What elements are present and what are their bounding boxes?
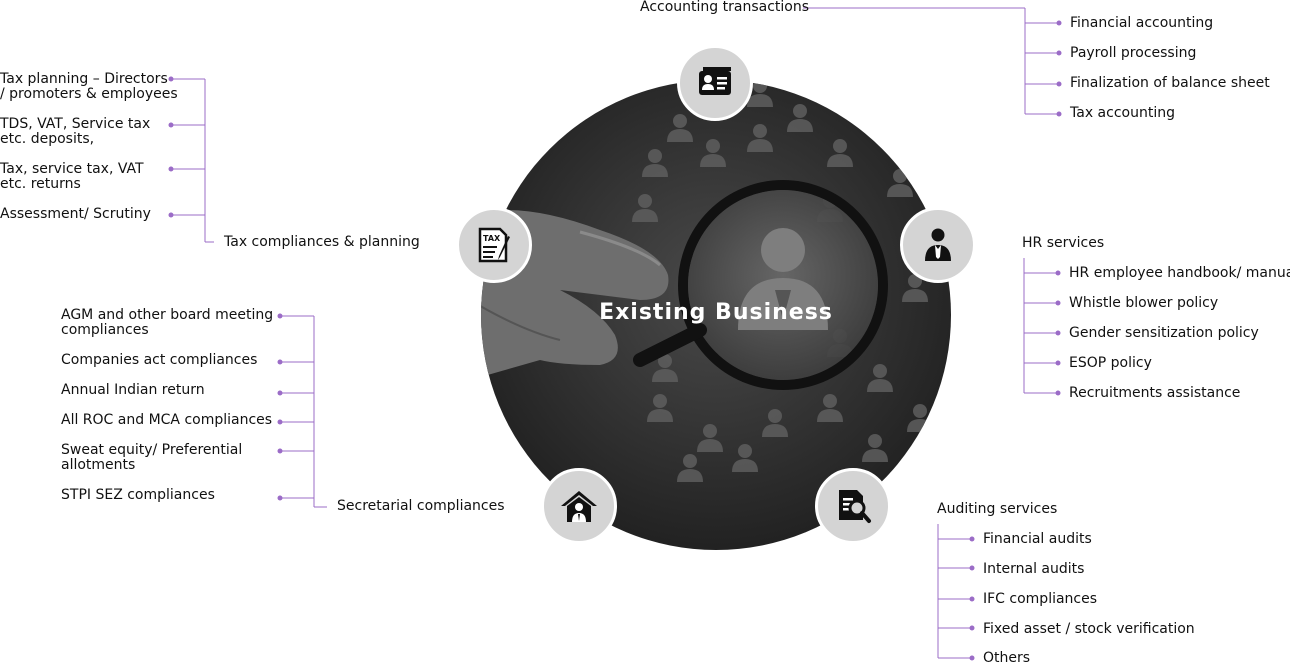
connector-dot: [1055, 360, 1061, 366]
auditing-item: IFC compliances: [983, 591, 1098, 607]
secretarial-item-line: All ROC and MCA compliances: [61, 412, 273, 428]
tax-item-line: etc. returns: [0, 176, 81, 192]
accounting-item: Financial accounting: [1070, 15, 1214, 31]
secretarial-item-line: allotments: [61, 457, 136, 473]
accounting-item: Payroll processing: [1070, 45, 1197, 61]
secretarial-item-line: Sweat equity/ Preferential: [61, 442, 243, 458]
accounting-item: Finalization of balance sheet: [1070, 75, 1270, 91]
tax-item-line: TDS, VAT, Service tax: [0, 116, 151, 132]
node-hr[interactable]: [900, 207, 976, 283]
secretarial-item-line: Annual Indian return: [61, 382, 205, 398]
connector-dot: [969, 536, 975, 542]
tax-document-icon: TAX: [478, 227, 510, 263]
node-auditing[interactable]: [815, 468, 891, 544]
tax-item-line: / promoters & employees: [0, 86, 178, 102]
connector-dot: [1055, 390, 1061, 396]
node-accounting[interactable]: [677, 45, 753, 121]
connector-dot: [1056, 81, 1062, 87]
secretarial-item-line: AGM and other board meeting: [61, 307, 274, 323]
auditing-item: Others: [983, 650, 1031, 666]
tax-item-line: Tax, service tax, VAT: [0, 161, 144, 177]
svg-text:TAX: TAX: [483, 234, 501, 243]
auditing-item: Internal audits: [983, 561, 1085, 577]
auditing-item: Financial audits: [983, 531, 1092, 547]
hr-item: ESOP policy: [1069, 355, 1152, 371]
auditing-item: Fixed asset / stock verification: [983, 621, 1195, 637]
id-card-icon: [699, 67, 731, 95]
connector-dot: [1055, 300, 1061, 306]
secretarial-item-line: STPI SEZ compliances: [61, 487, 215, 503]
hr-item: Recruitments assistance: [1069, 385, 1241, 401]
tax-item-line: etc. deposits,: [0, 131, 95, 147]
connector-dot: [969, 565, 975, 571]
hr-item: HR employee handbook/ manual: [1069, 265, 1290, 281]
connector-dot: [1056, 111, 1062, 117]
auditing-heading: Auditing services: [937, 501, 1058, 517]
secretarial-item-line: compliances: [61, 322, 149, 338]
center-title: Existing Business: [599, 300, 833, 325]
connector-dot: [1056, 50, 1062, 56]
tax-item-line: Assessment/ Scrutiny: [0, 206, 151, 222]
business-person-icon: [925, 228, 951, 261]
secretarial-heading: Secretarial compliances: [337, 498, 505, 514]
tax-heading: Tax compliances & planning: [224, 234, 420, 250]
node-secretarial[interactable]: [541, 468, 617, 544]
accounting-item: Tax accounting: [1070, 105, 1175, 121]
connector-dot: [1055, 270, 1061, 276]
connector-dot: [969, 625, 975, 631]
house-person-icon: [561, 491, 597, 522]
secretarial-item-line: Companies act compliances: [61, 352, 258, 368]
node-tax[interactable]: TAX: [456, 207, 532, 283]
connector-dot: [969, 596, 975, 602]
hr-item: Whistle blower policy: [1069, 295, 1219, 311]
tax-item-line: Tax planning – Directors: [0, 71, 168, 87]
document-magnifier-icon: [839, 490, 871, 523]
connector-dot: [1055, 330, 1061, 336]
hr-item: Gender sensitization policy: [1069, 325, 1259, 341]
accounting-heading: Accounting transactions: [640, 0, 810, 15]
hr-heading: HR services: [1022, 235, 1105, 251]
connector-dot: [1056, 20, 1062, 26]
connector-dot: [969, 655, 975, 661]
